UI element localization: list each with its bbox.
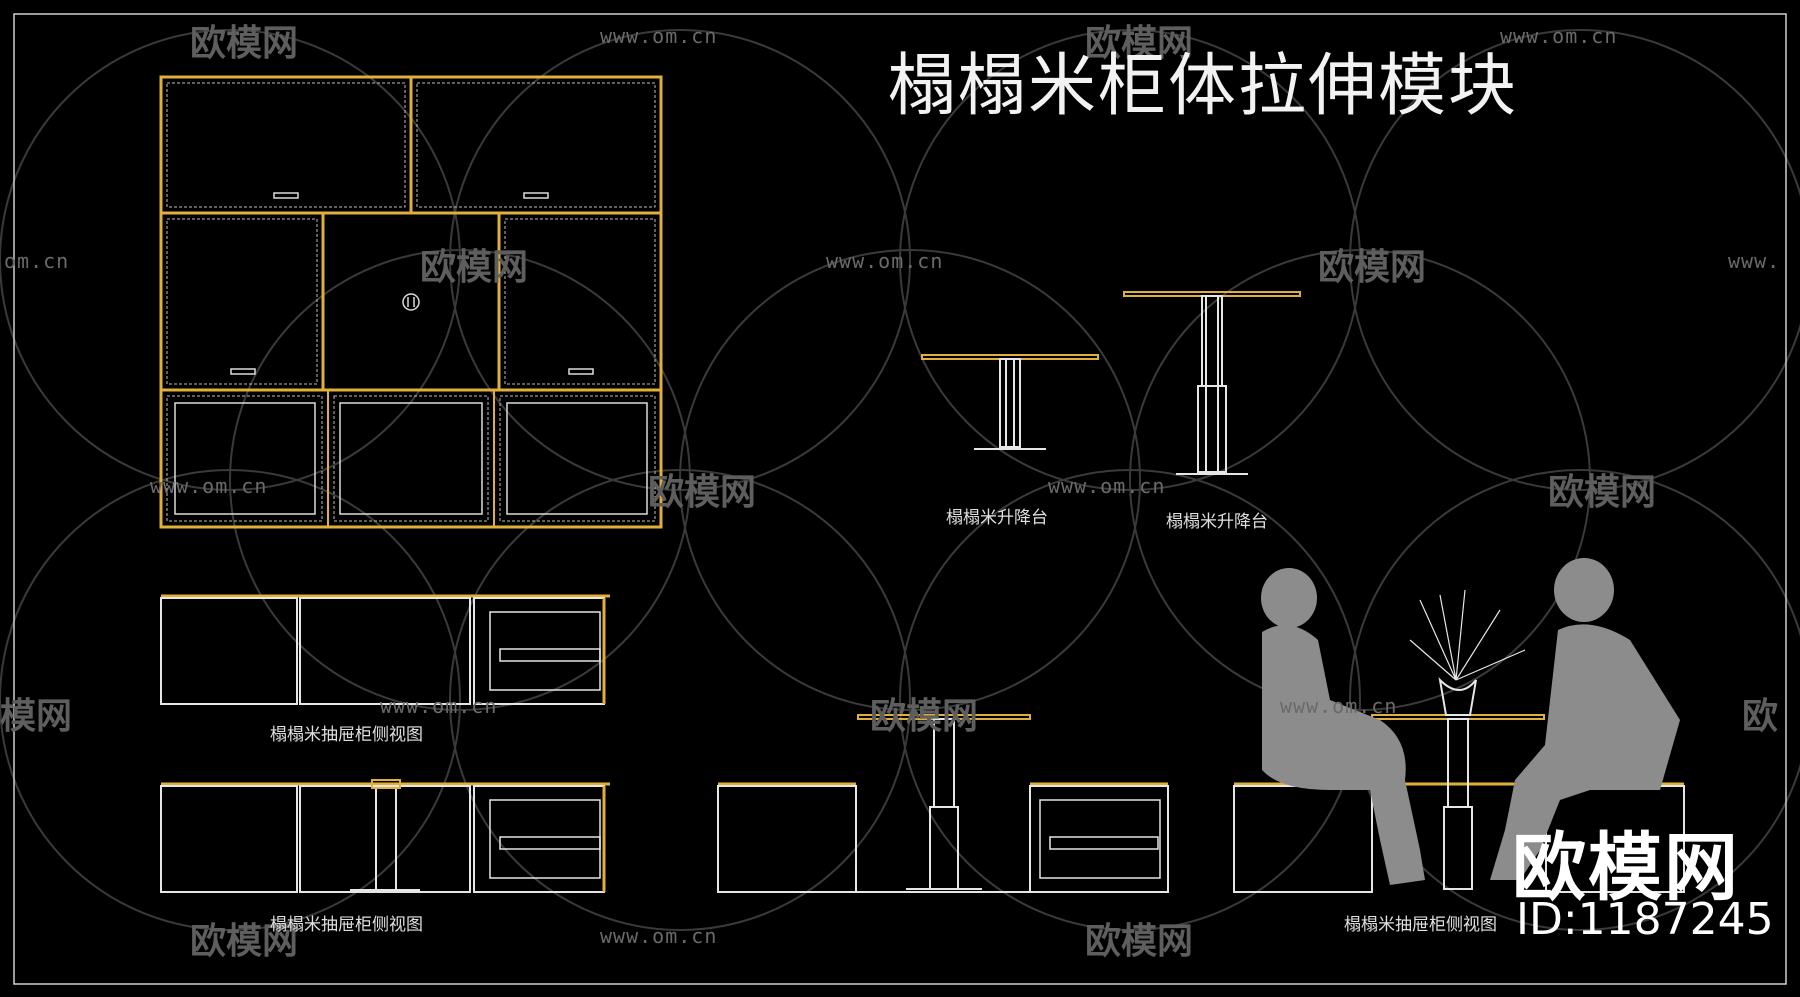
person-left-silhouette <box>1261 568 1425 885</box>
watermark-site-left: om.cn <box>4 249 70 273</box>
lift-table-1 <box>921 354 1099 450</box>
watermark-site: www.om.cn <box>150 474 268 498</box>
watermark-site: www.om.cn <box>600 924 718 948</box>
drawer-side-view-2 <box>160 779 610 893</box>
watermark-logo: 欧模网 <box>1085 23 1194 64</box>
watermark-logo-right: 欧 <box>1742 696 1779 737</box>
model-id: ID:1187245 <box>1516 894 1774 945</box>
drawing-title: 榻榻米柜体拉伸模块 <box>888 47 1519 126</box>
watermark-logo: 欧模网 <box>420 247 529 288</box>
watermark-logo: 欧模网 <box>1548 472 1657 513</box>
cabinet-front-elevation <box>159 75 663 529</box>
watermark-logo: 欧模网 <box>648 472 757 513</box>
drawer-lift-assembly <box>717 714 1169 893</box>
drawing-frame <box>13 13 1787 985</box>
watermark-logo: 欧模网 <box>190 23 299 64</box>
person-right-silhouette <box>1490 558 1680 880</box>
label-lift-table-2: 榻榻米升降台 <box>1166 512 1268 532</box>
watermark-logo-left: 模网 <box>0 696 73 737</box>
watermark-site: www.om.cn <box>1280 694 1398 718</box>
drawer-side-view-1 <box>160 594 610 705</box>
watermark-logo: 欧模网 <box>870 696 979 737</box>
label-drawer-side-3: 榻榻米抽屉柜侧视图 <box>1344 915 1497 935</box>
label-drawer-side-2: 榻榻米抽屉柜侧视图 <box>270 915 423 935</box>
lift-table-2 <box>1123 291 1301 475</box>
label-drawer-side-1: 榻榻米抽屉柜侧视图 <box>270 725 423 745</box>
watermark-site: www.om.cn <box>380 694 498 718</box>
brand-logo: 欧模网 <box>1512 825 1740 911</box>
label-lift-table-1: 榻榻米升降台 <box>946 508 1048 528</box>
watermark-site: www.om.cn <box>1500 24 1618 48</box>
watermark-site: www.om.cn <box>600 24 718 48</box>
watermark-circles <box>0 29 1800 931</box>
watermark-site-right: www. <box>1728 249 1781 273</box>
watermark-logo: 欧模网 <box>1085 921 1194 962</box>
watermark-logo: 欧模网 <box>190 921 299 962</box>
watermark-site: www.om.cn <box>1048 474 1166 498</box>
watermark-logo: 欧模网 <box>1318 247 1427 288</box>
watermark-site: www.om.cn <box>826 249 944 273</box>
